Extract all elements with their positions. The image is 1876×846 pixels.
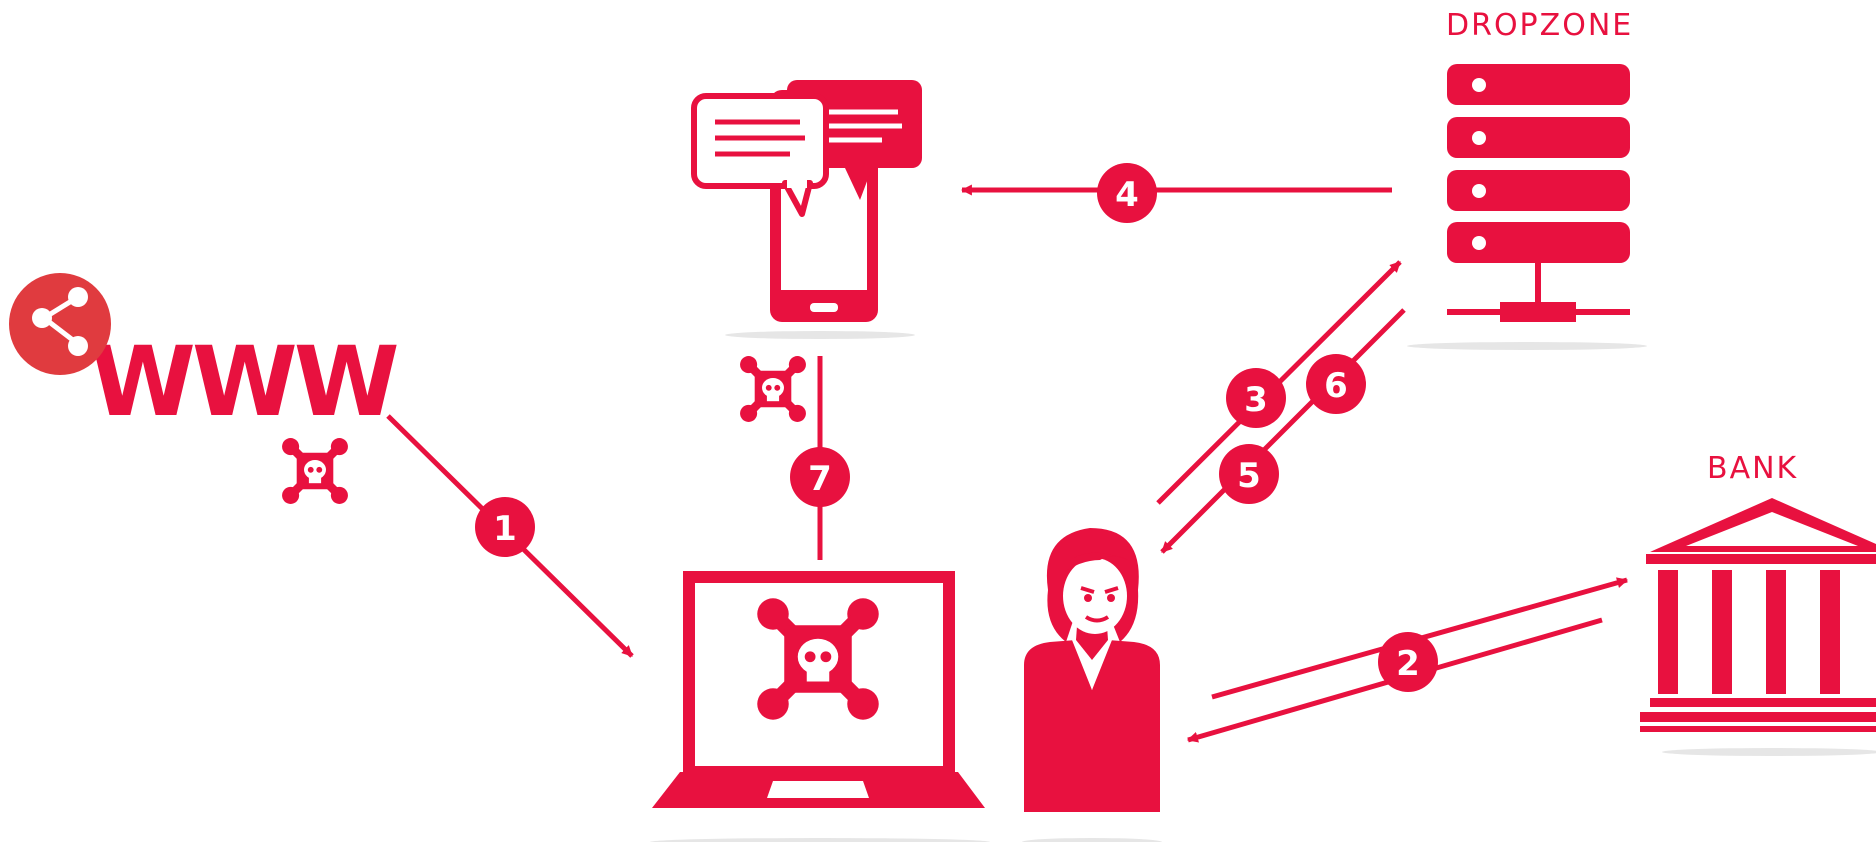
bank-label: BANK [1707, 451, 1799, 486]
step-badge: 1 [475, 497, 535, 557]
laptop-icon [652, 571, 985, 808]
step-badge-label: 6 [1324, 366, 1348, 406]
share-icon [9, 273, 111, 375]
bank-icon [1640, 498, 1876, 732]
step-badge: 5 [1219, 444, 1279, 504]
step-badge: 3 [1226, 368, 1286, 428]
step-badge-label: 4 [1115, 175, 1139, 215]
step-badge: 7 [790, 447, 850, 507]
server-icon [1447, 64, 1630, 322]
dropzone-label: DROPZONE [1446, 8, 1634, 43]
skull-crossbones-icon [740, 356, 806, 422]
www-text: WWW [90, 326, 397, 438]
step-badge-label: 3 [1244, 380, 1268, 420]
smartphone-chat-icon [691, 80, 922, 322]
skull-crossbones-icon [282, 438, 348, 504]
step-badge-label: 7 [808, 459, 832, 499]
connection-lines [386, 184, 1629, 743]
step-badge: 2 [1378, 632, 1438, 692]
step-badge: 6 [1306, 354, 1366, 414]
step-badge-label: 1 [493, 509, 517, 549]
step-badge-label: 5 [1237, 456, 1261, 496]
arrow-step-5-6 [1160, 308, 1406, 554]
person-icon [1024, 528, 1160, 812]
step-badge-label: 2 [1396, 644, 1420, 684]
step-badge: 4 [1097, 163, 1157, 223]
www-icon: WWW [90, 326, 401, 438]
